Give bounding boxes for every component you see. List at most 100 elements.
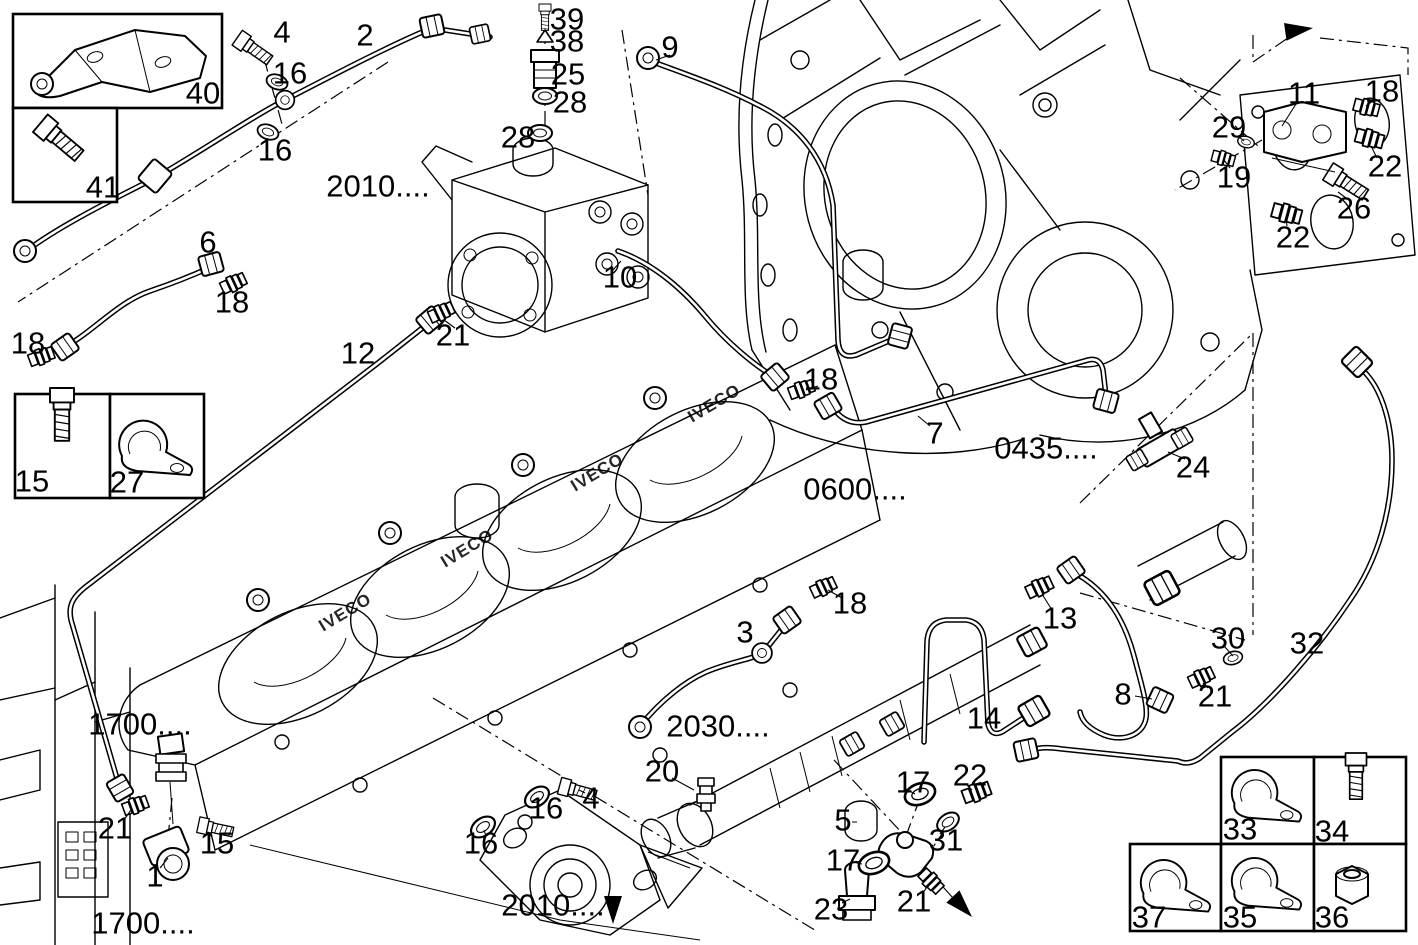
part-label-15: 15 <box>200 826 234 861</box>
part-label-18: 18 <box>804 362 838 397</box>
pipe-32 <box>1030 365 1395 766</box>
part-label-2: 2 <box>356 18 373 53</box>
part-label-21: 21 <box>1198 679 1232 714</box>
direction-arrow-top-right <box>1284 22 1313 41</box>
intake-manifold <box>118 249 884 941</box>
part-label-14: 14 <box>967 701 1001 736</box>
direction-arrow-pump-tip <box>604 896 622 924</box>
part-label-13: 13 <box>1043 601 1077 636</box>
part-label-21: 21 <box>897 884 931 919</box>
part-label-21: 21 <box>436 318 470 353</box>
part-label-4: 4 <box>273 15 290 50</box>
part-label-1: 1 <box>146 859 163 894</box>
part-label-19: 19 <box>1217 160 1251 195</box>
part-label-28: 28 <box>553 85 587 120</box>
elbow-fitting-5 <box>844 800 935 878</box>
part-label-23: 23 <box>814 892 848 927</box>
part-label-6: 6 <box>199 225 216 260</box>
hp-pump <box>479 789 703 936</box>
part-label-7: 7 <box>926 416 943 451</box>
fuel-rail <box>640 519 1248 859</box>
part-label-34: 34 <box>1315 814 1349 849</box>
part-label-15: 15 <box>15 464 49 499</box>
part-label-28: 28 <box>501 120 535 155</box>
pipe-2 <box>22 25 493 255</box>
part-label-31: 31 <box>929 823 963 858</box>
part-label-16: 16 <box>273 56 307 91</box>
fitting-20 <box>696 777 716 812</box>
pipe-fittings <box>13 3 1375 921</box>
part-label-2010: 2010.... <box>326 169 429 204</box>
part-label-39: 39 <box>550 2 584 37</box>
small-parts <box>26 29 1387 897</box>
direction-arrows <box>604 22 1313 924</box>
inset-box-41 <box>11 106 119 204</box>
part-label-32: 32 <box>1290 626 1324 661</box>
part-label-11: 11 <box>1288 76 1320 111</box>
part-label-1700: 1700.... <box>91 906 194 941</box>
part-label-40: 40 <box>186 76 220 111</box>
part-label-33: 33 <box>1223 812 1257 847</box>
pipe-12 <box>67 319 433 785</box>
inset-box-icons <box>30 29 1369 913</box>
part-label-4: 4 <box>582 781 599 816</box>
part-label-22: 22 <box>953 758 987 793</box>
part-label-27: 27 <box>110 465 144 500</box>
part-label-18: 18 <box>833 586 867 621</box>
part-label-29: 29 <box>1212 110 1246 145</box>
pipe-3 <box>637 621 789 729</box>
part-label-21: 21 <box>98 811 132 846</box>
engine-left-fragment <box>0 584 131 945</box>
part-label-41: 41 <box>86 170 120 205</box>
part-label-16: 16 <box>529 791 563 826</box>
part-label-5: 5 <box>834 803 851 838</box>
sensor-1 <box>142 732 190 881</box>
part-label-2010: 2010.... <box>501 888 604 923</box>
pipe-14 <box>921 617 1031 745</box>
injection-pump <box>421 137 650 338</box>
part-label-25: 25 <box>551 57 585 92</box>
flywheel-housing <box>738 0 1416 455</box>
part-label-38: 38 <box>550 24 584 59</box>
leader-lines <box>123 54 1378 904</box>
iveco-logo: IVECO <box>684 380 743 426</box>
part-label-22: 22 <box>1276 220 1310 255</box>
part-label-16: 16 <box>464 826 498 861</box>
part-label-30: 30 <box>1211 621 1245 656</box>
part-label-20: 20 <box>645 754 679 789</box>
construction-lines <box>17 29 1409 933</box>
part-label-9: 9 <box>661 30 678 65</box>
fitting-25-stack <box>530 3 560 89</box>
part-label-3: 3 <box>736 615 753 650</box>
bracket-11 <box>1263 101 1347 173</box>
pipe-10 <box>615 248 774 378</box>
part-label-18: 18 <box>1365 74 1399 109</box>
part-label-18: 18 <box>11 326 45 361</box>
part-label-17: 17 <box>826 843 860 878</box>
part-label-10: 10 <box>603 260 637 295</box>
part-label-26: 26 <box>1337 191 1371 226</box>
part-label-0600: 0600.... <box>803 472 906 507</box>
part-label-36: 36 <box>1315 900 1349 935</box>
pipe-6 <box>62 264 214 350</box>
part-label-37: 37 <box>1132 900 1166 935</box>
part-label-8: 8 <box>1114 677 1131 712</box>
pipe-8 <box>1070 569 1150 741</box>
part-label-35: 35 <box>1223 900 1257 935</box>
nut-36-icon <box>1335 865 1369 905</box>
part-label-2030: 2030.... <box>666 709 769 744</box>
pipe-7 <box>830 356 1109 426</box>
part-label-17: 17 <box>896 765 930 800</box>
part-label-16: 16 <box>258 133 292 168</box>
direction-arrow-bottom <box>946 890 972 917</box>
tee-fitting-24 <box>1124 411 1195 473</box>
bracket-40-icon <box>30 29 207 99</box>
part-label-18: 18 <box>215 285 249 320</box>
part-label-0435: 0435.... <box>994 431 1097 466</box>
part-label-24: 24 <box>1176 450 1210 485</box>
iveco-logo: IVECO <box>437 525 496 571</box>
part-label-1700: 1700.... <box>88 707 191 742</box>
